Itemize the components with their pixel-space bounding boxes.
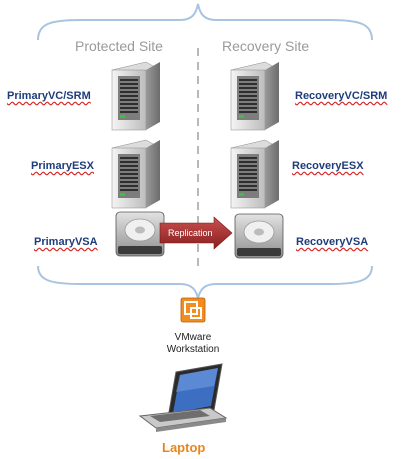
- vmware-label-line2: Workstation: [166, 344, 220, 355]
- primary-vc-server-icon: [111, 61, 161, 131]
- protected-site-title: Protected Site: [75, 38, 163, 54]
- bottom-bracket: [37, 265, 373, 299]
- recovery-esx-server-icon: [230, 139, 280, 209]
- laptop-label: Laptop: [162, 440, 206, 455]
- top-bracket: [37, 3, 373, 41]
- vmware-workstation-label: VMware Workstation: [158, 332, 228, 356]
- vmware-label-line1: VMware: [174, 332, 212, 343]
- recovery-vsa-label: RecoveryVSA: [296, 236, 369, 248]
- replication-arrow: [159, 216, 233, 250]
- replication-label: Replication: [168, 228, 213, 238]
- recovery-vc-server-icon: [230, 61, 280, 131]
- recovery-esx-label: RecoveryESX: [292, 160, 364, 172]
- primary-vc-label: PrimaryVC/SRM: [7, 90, 91, 102]
- primary-esx-label: PrimaryESX: [31, 160, 94, 172]
- primary-vsa-label: PrimaryVSA: [34, 236, 98, 248]
- recovery-site-title: Recovery Site: [222, 38, 310, 54]
- recovery-vsa-disk-icon: [234, 213, 284, 259]
- primary-esx-server-icon: [111, 139, 161, 209]
- primary-vsa-disk-icon: [115, 211, 165, 257]
- laptop-icon: [138, 363, 228, 432]
- vmware-workstation-icon: [180, 297, 206, 323]
- recovery-vc-label: RecoveryVC/SRM: [295, 90, 388, 102]
